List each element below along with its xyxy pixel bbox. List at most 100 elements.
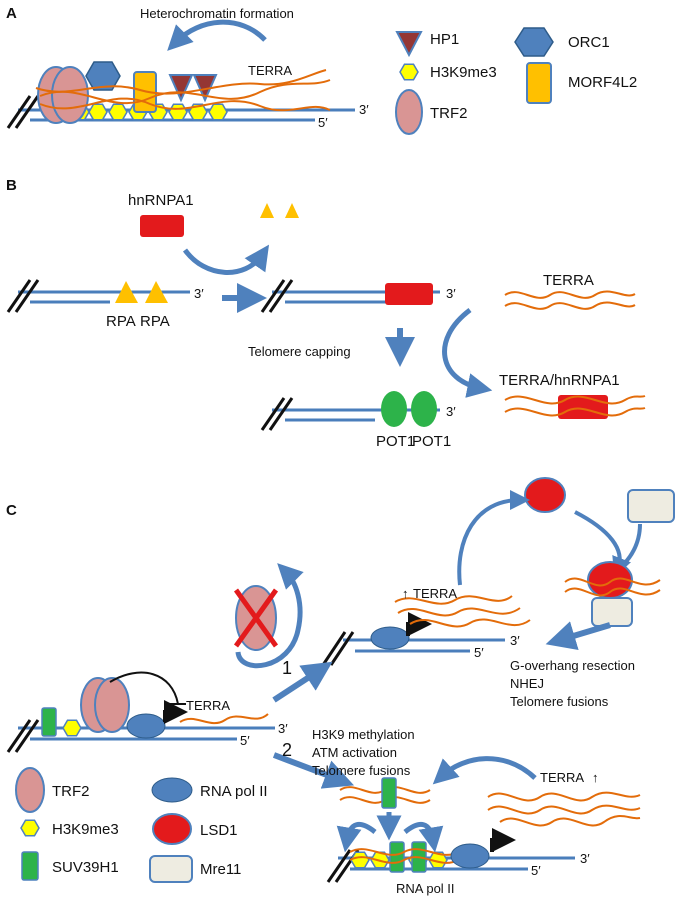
lsd1-free (524, 477, 566, 513)
legend-orc1-label: ORC1 (568, 34, 610, 51)
legend-c-h3k9me3-label: H3K9me3 (52, 821, 119, 838)
trf2-left-2 (94, 677, 130, 733)
legend-c-h3k9me3-icon (20, 819, 40, 837)
terra-hnrnpa1-label: TERRA/hnRNPA1 (499, 372, 620, 389)
rnapol-bottom (450, 843, 490, 869)
end-3-b3: 3′ (446, 404, 456, 419)
legend-c-rnapol-label: RNA pol II (200, 783, 268, 800)
capping-label: Telomere capping (248, 344, 351, 359)
legend-h3k9me3-icon (399, 63, 419, 81)
end-3-b2: 3′ (446, 286, 456, 301)
terra-right-label: TERRA (540, 770, 584, 785)
effect1-line2: NHEJ (510, 676, 544, 691)
end-5-c1: 5′ (474, 645, 484, 660)
legend-trf2-icon (395, 89, 423, 135)
pot1-2 (411, 391, 437, 427)
rpa-bound-2 (145, 281, 168, 303)
heterochromatin-title: Heterochromatin formation (140, 6, 294, 21)
pot1-label-2: POT1 (412, 433, 451, 450)
end-5-a: 5′ (318, 115, 328, 130)
end-3-a: 3′ (359, 102, 369, 117)
rpa-bound-1 (115, 281, 138, 303)
h3k9me3-left (62, 719, 82, 737)
panel-c: C 3′ 5′ ↑ TERRA (6, 477, 675, 896)
suv39h1-bottom-1 (389, 841, 405, 873)
legend-morf4l2-label: MORF4L2 (568, 74, 637, 91)
terra-right-waves (487, 791, 641, 827)
terra-up-arrow: ↑ (402, 586, 409, 601)
methylation-arrow-right (403, 822, 444, 853)
orc1-a (85, 61, 121, 91)
panel-b: B hnRNPA1 RPA RPA 3′ 3′ Telomere capping (6, 177, 646, 450)
step-1-label: 1 (282, 658, 292, 678)
effect2-line2: ATM activation (312, 745, 397, 760)
panel-a-label: A (6, 5, 17, 22)
legend-h3k9me3-label: H3K9me3 (430, 64, 497, 81)
end-5-c3: 5′ (531, 863, 541, 878)
methylation-arrow-left (336, 822, 377, 853)
panel-c-label: C (6, 502, 17, 519)
legend-c-mre11-label: Mre11 (200, 861, 241, 878)
rpa-label-1: RPA (106, 313, 136, 330)
effect1-line1: G-overhang resection (510, 658, 635, 673)
hnrnpa1-label: hnRNPA1 (128, 192, 194, 209)
tss-arrow-upper (406, 612, 432, 636)
end-3-c1: 3′ (510, 633, 520, 648)
rpa-label-2: RPA (140, 313, 170, 330)
terra-lsd1-waves (564, 577, 661, 597)
legend-orc1-icon (514, 27, 554, 57)
legend-c-suv39h1-icon (21, 851, 39, 881)
effect2-line3: Telomere fusions (312, 763, 411, 778)
panel-b-label: B (6, 177, 17, 194)
panel-a: A Heterochromatin formation 3′ 5′ (6, 5, 637, 135)
legend-morf4l2-icon (526, 62, 552, 104)
terra-waves-a (35, 69, 331, 112)
terra-bottom-waves (349, 848, 459, 864)
legend-c-rnapol-icon (151, 777, 193, 803)
legend-hp1-icon (395, 31, 423, 58)
rpa-released-1 (260, 203, 274, 218)
terra-label-b: TERRA (543, 272, 594, 289)
mre11-bind-arrow (620, 523, 642, 568)
legend-trf2-label: TRF2 (430, 105, 468, 122)
terra-left-waves (179, 713, 269, 725)
legend-c: TRF2 H3K9me3 SUV39H1 RNA pol II LSD1 Mre… (15, 767, 268, 883)
pot1-1 (381, 391, 407, 427)
effect2-line1: H3K9 methylation (312, 727, 415, 742)
hp1-a-1 (168, 74, 194, 103)
terra-up-waves (394, 595, 531, 628)
exchange-arrow (182, 244, 270, 275)
hnrnpa1-free (140, 215, 184, 237)
mre11-complex (591, 597, 633, 627)
lsd1-release-arrow (457, 490, 530, 586)
mre11-free (627, 489, 675, 523)
legend-a: HP1 H3K9me3 TRF2 ORC1 MORF4L2 (395, 27, 637, 135)
end-3-c3: 3′ (580, 851, 590, 866)
rnapol-left (126, 713, 166, 739)
end-3-b1: 3′ (194, 286, 204, 301)
terra-left-label: TERRA (186, 698, 230, 713)
legend-c-trf2-icon (15, 767, 45, 813)
dna-c-upper (321, 631, 505, 666)
end-3-c2: 3′ (278, 721, 288, 736)
terra-free-b (504, 290, 636, 310)
branch-arrow-2 (272, 752, 355, 789)
step-2-label: 2 (282, 740, 292, 760)
terra-right-arrow: ↑ (592, 770, 599, 785)
legend-c-lsd1-icon (152, 813, 192, 845)
legend-c-lsd1-label: LSD1 (200, 822, 238, 839)
lsd1-effect-arrow (545, 621, 611, 651)
inhibition-line (109, 671, 179, 705)
legend-c-mre11-icon (149, 855, 193, 883)
rnapol-upper (370, 626, 410, 650)
legend-c-suv39h1-label: SUV39H1 (52, 859, 119, 876)
suv39h1-left (41, 707, 57, 737)
terra-a: TERRA (248, 63, 292, 78)
rpa-released-2 (285, 203, 299, 218)
heterochromatin-curved-arrow (167, 19, 267, 51)
pot1-label-1: POT1 (376, 433, 415, 450)
hnrnpa1-bound (385, 283, 433, 305)
terra-complex-waves (504, 395, 646, 417)
terra-sequester-arrow (442, 308, 493, 398)
